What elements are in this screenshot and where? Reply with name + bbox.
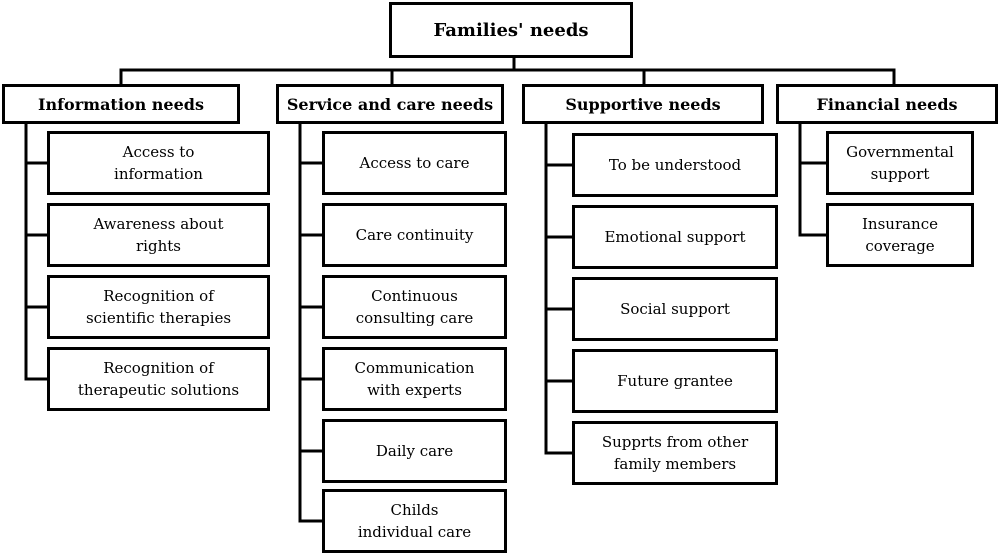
category-information-needs: Information needs	[2, 84, 240, 124]
category-financial-needs: Financial needs	[776, 84, 998, 124]
need-item: Daily care	[322, 419, 507, 483]
need-item: Access to care	[322, 131, 507, 195]
need-item: Care continuity	[322, 203, 507, 267]
need-item: Future grantee	[572, 349, 778, 413]
category-title: Information needs	[38, 94, 204, 114]
need-item: Emotional support	[572, 205, 778, 269]
category-title: Financial needs	[816, 94, 958, 114]
category-title: Service and care needs	[286, 94, 494, 114]
category-title: Supportive needs	[565, 94, 721, 114]
need-item: To be understood	[572, 133, 778, 197]
root-node: Families' needs	[389, 2, 633, 58]
need-item: Social support	[572, 277, 778, 341]
category-service-and-care-needs: Service and care needs	[276, 84, 504, 124]
category-supportive-needs: Supportive needs	[522, 84, 764, 124]
root-title: Families' needs	[433, 19, 589, 41]
